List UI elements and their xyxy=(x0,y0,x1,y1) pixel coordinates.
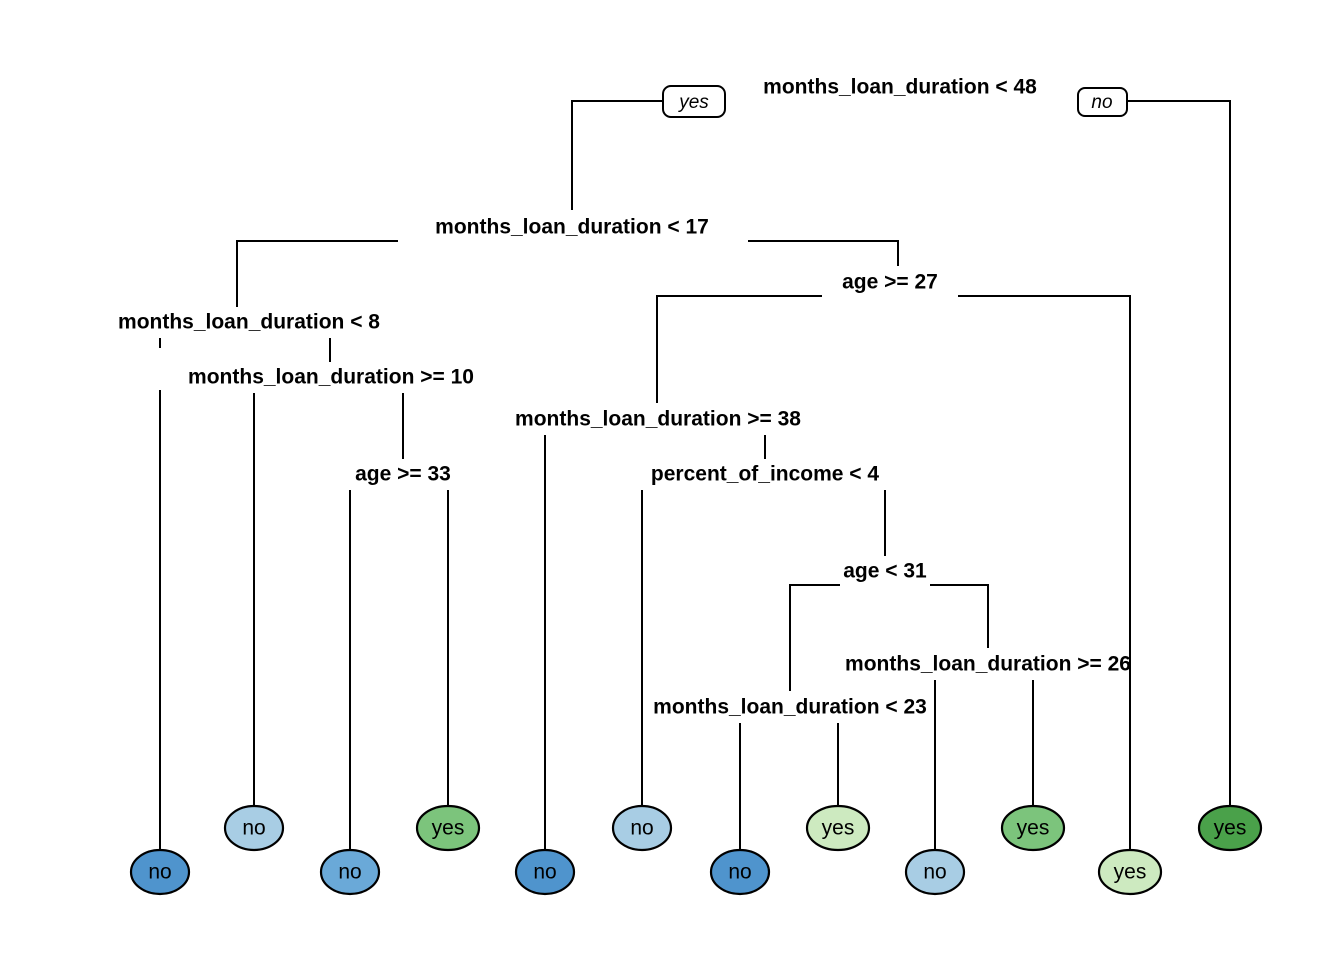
split-node-months-loan-duration-26: months_loan_duration >= 26 xyxy=(845,653,1131,676)
leaf-ellipse-11 xyxy=(1097,848,1163,896)
edge-root-yes xyxy=(571,100,663,210)
branch-label-yes-text: yes xyxy=(677,92,709,113)
leaf-node-3: no xyxy=(319,848,381,896)
leaf-node-11: yes xyxy=(1097,848,1163,896)
leaf-node-12: yes xyxy=(1197,804,1263,852)
leaf-label-10: yes xyxy=(1017,817,1050,840)
leaf-ellipse-4 xyxy=(415,804,481,852)
leaf-label-4: yes xyxy=(432,817,465,840)
branch-label-yes-box xyxy=(662,85,726,118)
edge-group xyxy=(159,100,1231,850)
leaf-label-2: no xyxy=(242,817,265,840)
split-node-months-loan-duration-38: months_loan_duration >= 38 xyxy=(515,408,801,431)
leaf-ellipse-3 xyxy=(319,848,381,896)
leaf-label-8: yes xyxy=(822,817,855,840)
split-node-months-loan-duration-10: months_loan_duration >= 10 xyxy=(188,366,474,389)
leaf-node-group: no no no yes no no no yes xyxy=(129,804,1263,896)
leaf-node-10: yes xyxy=(1000,804,1066,852)
leaf-label-12: yes xyxy=(1214,817,1247,840)
split-node-months-loan-duration-48: months_loan_duration < 48 xyxy=(763,76,1037,99)
edge-root-no xyxy=(1127,100,1231,806)
leaf-node-5: no xyxy=(514,848,576,896)
split-node-months-loan-duration-17: months_loan_duration < 17 xyxy=(435,216,709,239)
edge-n9-left xyxy=(789,584,840,691)
split-node-percent-of-income-4: percent_of_income < 4 xyxy=(651,463,879,486)
leaf-label-6: no xyxy=(630,817,653,840)
edge-n2-left xyxy=(236,240,398,307)
branch-label-yes: yes xyxy=(662,85,726,118)
leaf-ellipse-12 xyxy=(1197,804,1263,852)
split-node-age-33: age >= 33 xyxy=(355,463,451,486)
edge-n3-left xyxy=(656,295,822,403)
leaf-label-5: no xyxy=(533,861,556,884)
leaf-ellipse-5 xyxy=(514,848,576,896)
edge-n2-right xyxy=(748,240,899,266)
leaf-ellipse-9 xyxy=(904,848,966,896)
leaf-label-1: no xyxy=(148,861,171,884)
leaf-label-9: no xyxy=(923,861,946,884)
edge-n3-right xyxy=(958,295,1131,850)
leaf-label-11: yes xyxy=(1114,861,1147,884)
branch-label-no-box xyxy=(1077,87,1128,117)
leaf-node-7: no xyxy=(709,848,771,896)
leaf-node-1: no xyxy=(129,848,191,896)
leaf-ellipse-10 xyxy=(1000,804,1066,852)
split-node-months-loan-duration-8: months_loan_duration < 8 xyxy=(118,311,380,334)
leaf-node-4: yes xyxy=(415,804,481,852)
branch-label-no-text: no xyxy=(1091,92,1112,113)
leaf-ellipse-7 xyxy=(709,848,771,896)
split-node-months-loan-duration-23: months_loan_duration < 23 xyxy=(653,696,927,719)
leaf-ellipse-8 xyxy=(805,804,871,852)
leaf-node-8: yes xyxy=(805,804,871,852)
leaf-label-7: no xyxy=(728,861,751,884)
leaf-label-3: no xyxy=(338,861,361,884)
leaf-node-2: no xyxy=(223,804,285,852)
branch-label-no: no xyxy=(1077,87,1128,117)
leaf-node-9: no xyxy=(904,848,966,896)
split-node-group: months_loan_duration < 48 months_loan_du… xyxy=(118,76,1131,719)
leaf-ellipse-1 xyxy=(129,848,191,896)
leaf-ellipse-2 xyxy=(223,804,285,852)
split-node-age-31: age < 31 xyxy=(843,560,927,583)
split-node-age-27: age >= 27 xyxy=(842,271,938,294)
leaf-ellipse-6 xyxy=(611,804,673,852)
edge-n9-right xyxy=(930,584,989,648)
leaf-node-6: no xyxy=(611,804,673,852)
